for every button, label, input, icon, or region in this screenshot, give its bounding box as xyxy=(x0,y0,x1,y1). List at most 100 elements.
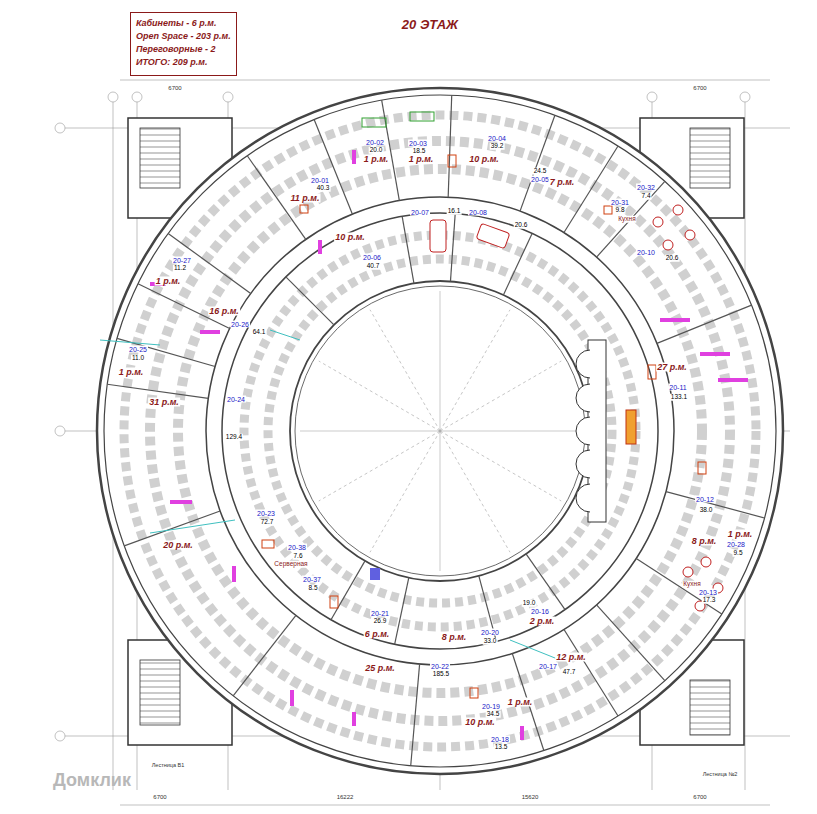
room-number: 20-12 xyxy=(695,496,715,503)
room-number: 20-22 xyxy=(430,663,450,670)
room-area: 9.5 xyxy=(732,550,743,557)
seat-count: 25 р.м. xyxy=(364,664,396,673)
room-area: 18.5 xyxy=(412,148,427,155)
seat-count: 8 р.м. xyxy=(441,633,468,642)
room-number: 20-13 xyxy=(698,589,718,596)
seat-count: 7 р.м. xyxy=(549,178,576,187)
room-number: 20-06 xyxy=(362,254,382,261)
dimension: 6700 xyxy=(692,85,707,91)
room-area: 11.2 xyxy=(173,265,187,272)
seat-count: 10 р.м. xyxy=(334,233,366,242)
seat-count: 6 р.м. xyxy=(364,630,391,639)
room-number: 20-37 xyxy=(302,576,322,583)
room-area: 17.3 xyxy=(702,597,717,604)
seat-count: 16 р.м. xyxy=(208,307,240,316)
summary-line: ИТОГО: 209 р.м. xyxy=(136,56,231,69)
grid-axes xyxy=(55,80,790,805)
meeting-tables xyxy=(430,205,723,611)
room-number: 20-07 xyxy=(410,209,430,216)
equipment-marks xyxy=(262,155,706,698)
room-number: 20-08 xyxy=(468,209,488,216)
building-walls xyxy=(97,88,783,774)
room-area: 9.8 xyxy=(614,207,625,214)
seat-count: 31 р.м. xyxy=(148,398,180,407)
seat-count: 1 р.м. xyxy=(507,698,534,707)
room-area: 20.6 xyxy=(514,222,529,229)
room-area: 20.0 xyxy=(369,147,384,154)
room-number: 20-01 xyxy=(310,177,330,184)
seat-count: 11 р.м. xyxy=(290,194,321,203)
room-number: 20-02 xyxy=(365,139,385,146)
seat-count: 27 р.м. xyxy=(656,363,688,372)
seat-count: 1 р.м. xyxy=(727,530,754,539)
room-number: 20-38 xyxy=(287,544,307,551)
room-area: 16.1 xyxy=(447,208,462,215)
stair-label: Лестница В1 xyxy=(151,763,186,769)
seat-count: 12 р.м. xyxy=(555,653,587,662)
room-number: 20-18 xyxy=(490,736,510,743)
room-number: 20-23 xyxy=(256,510,276,517)
room-number: 20-05 xyxy=(530,176,550,183)
room-number: 20-20 xyxy=(480,629,500,636)
seat-count: 1 р.м. xyxy=(155,277,182,286)
seat-count: 1 р.м. xyxy=(118,368,145,377)
dimension: 6700 xyxy=(167,85,182,91)
room-area: 19.0 xyxy=(522,600,537,607)
room-area: 133.1 xyxy=(670,394,688,401)
room-number: 20-21 xyxy=(370,610,390,617)
dimension: 6700 xyxy=(152,794,167,800)
room-area: 20.6 xyxy=(665,255,680,262)
room-area: 40.7 xyxy=(366,263,381,270)
summary-line: Переговорные - 2 xyxy=(136,43,231,56)
room-area: 39.2 xyxy=(490,143,505,150)
seat-count: 1 р.м. xyxy=(408,155,435,164)
seat-count: 8 р.м. xyxy=(691,537,718,546)
room-number: 20-11 xyxy=(668,384,687,391)
room-number: 20-31 xyxy=(610,199,630,206)
seat-count: 1 р.м. xyxy=(363,155,390,164)
room-number: 20-03 xyxy=(408,140,428,147)
room-area: 129.4 xyxy=(225,434,243,441)
summary-line: Open Space - 203 р.м. xyxy=(136,30,231,43)
room-number: 20-25 xyxy=(128,346,148,353)
room-number: 20-04 xyxy=(487,135,507,142)
glass-partitions xyxy=(100,330,560,660)
seat-count: 10 р.м. xyxy=(464,718,496,727)
room-area: 13.5 xyxy=(494,744,509,751)
floor-title: 20 ЭТАЖ xyxy=(402,18,458,31)
room-number: 20-17 xyxy=(538,663,558,670)
green-boxes xyxy=(362,112,434,127)
room-name: Кухня xyxy=(682,581,701,588)
room-name: Кухня xyxy=(617,216,636,223)
corridor-walls xyxy=(206,197,674,665)
room-area: 185.5 xyxy=(432,671,450,678)
room-area: 47.7 xyxy=(562,669,577,676)
room-area: 64.1 xyxy=(252,329,267,336)
room-area: 7.6 xyxy=(292,553,303,560)
room-area: 38.0 xyxy=(699,507,714,514)
room-area: 33.0 xyxy=(483,638,498,645)
seat-count: 10 р.м. xyxy=(468,155,500,164)
dimension: 16222 xyxy=(336,794,355,800)
elevator-bays xyxy=(576,340,636,522)
room-area: 26.9 xyxy=(373,618,388,625)
room-area: 11.0 xyxy=(131,355,145,362)
outer-partitions xyxy=(107,95,764,766)
seat-count: 20 р.м. xyxy=(162,541,194,550)
room-number: 20-27 xyxy=(172,257,192,264)
room-area: 8.5 xyxy=(307,585,318,592)
room-area: 72.7 xyxy=(260,519,275,526)
room-area: 24.5 xyxy=(533,168,548,175)
summary-box: Кабинеты - 6 р.м.Open Space - 203 р.м.Пе… xyxy=(130,12,237,76)
room-area: 34.5 xyxy=(486,711,501,718)
room-name: Серверная xyxy=(273,561,308,568)
seat-count: 2 р.м. xyxy=(529,617,556,626)
room-area: 7.4 xyxy=(640,193,651,200)
inner-partitions xyxy=(286,214,565,645)
dimension: 6700 xyxy=(692,794,707,800)
room-number: 20-26 xyxy=(230,321,250,328)
room-number: 20-24 xyxy=(226,396,246,403)
room-area: 40.3 xyxy=(316,185,331,192)
furniture-marks xyxy=(150,150,748,740)
